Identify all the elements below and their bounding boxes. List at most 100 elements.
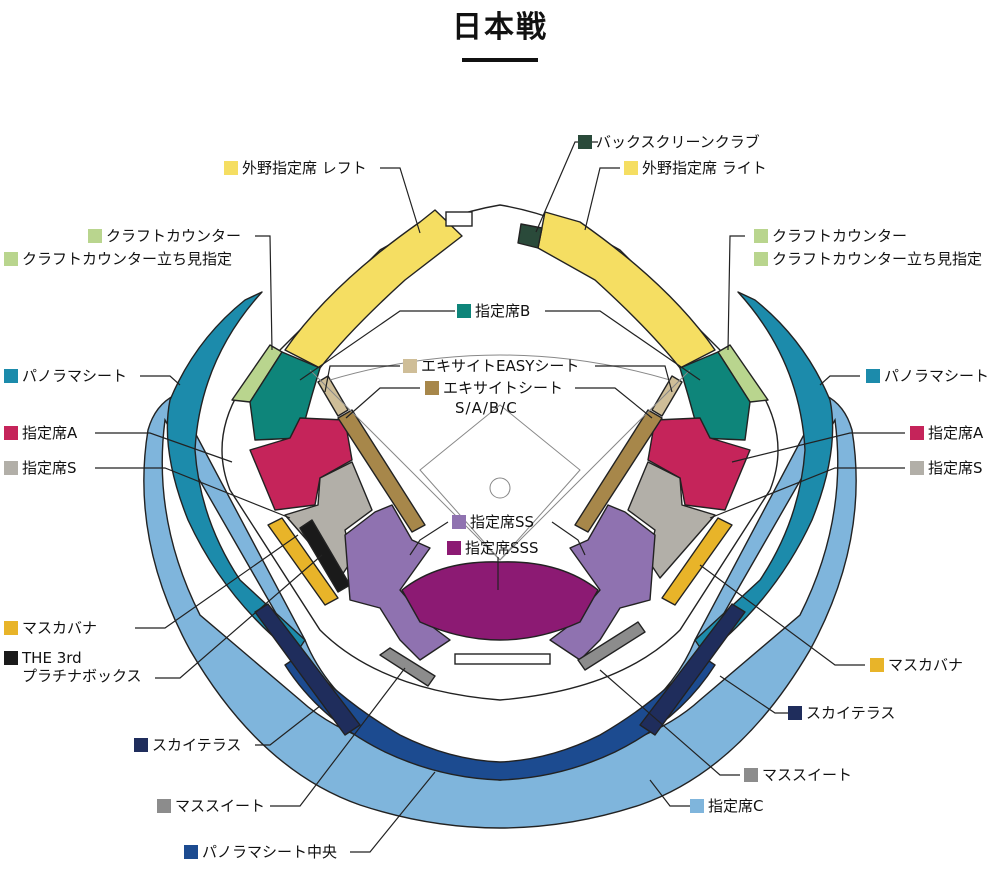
label-text: クラフトカウンター立ち見指定 (772, 250, 983, 268)
section-seat-a-left[interactable] (249, 417, 353, 511)
label-text: バックスクリーンクラブ (596, 133, 760, 151)
swatch-panorama (866, 369, 880, 383)
page-title: 日本戦 (452, 10, 548, 45)
label-text: 指定席C (708, 797, 764, 815)
swatch-seat-a (910, 426, 924, 440)
section-excite-right[interactable] (574, 409, 663, 533)
label-text: パノラマシート (22, 367, 128, 385)
label-seat-ss: 指定席SS (452, 513, 534, 531)
label-craft-left-standing: クラフトカウンター立ち見指定 (4, 250, 232, 268)
label-text: 指定席SS (470, 513, 535, 531)
swatch-masusuite (744, 768, 758, 782)
swatch-craft (4, 252, 18, 266)
label-seat-s-left: 指定席S (4, 459, 77, 477)
label-text: クラフトカウンター (772, 227, 908, 245)
swatch-easy (403, 359, 417, 373)
label-panorama-right: パノラマシート (866, 367, 989, 385)
label-text: スカイテラス (806, 704, 896, 722)
swatch-panorama (4, 369, 18, 383)
label-platinum: THE 3rd プラチナボックス (4, 649, 142, 685)
label-text: 外野指定席 レフト (242, 159, 367, 177)
label-backscreen: バックスクリーンクラブ (578, 133, 760, 151)
section-seat-a-right[interactable] (647, 417, 751, 511)
label-text: 指定席S (928, 459, 983, 477)
home-plate-structure (454, 653, 551, 665)
label-text: マスカバナ (22, 619, 98, 637)
swatch-seat-s (4, 461, 18, 475)
section-panorama-right[interactable] (694, 291, 834, 656)
swatch-backscreen (578, 135, 592, 149)
label-text: 外野指定席 ライト (642, 159, 767, 177)
swatch-masukabana (4, 621, 18, 635)
swatch-masusuite (157, 799, 171, 813)
label-craft-left: クラフトカウンター (88, 227, 241, 245)
label-panorama-left: パノラマシート (4, 367, 127, 385)
label-text: マススイート (762, 766, 853, 784)
swatch-craft (754, 252, 768, 266)
label-seat-c: 指定席C (690, 797, 763, 815)
label-skyterrace-left: スカイテラス (134, 736, 241, 754)
label-text: プラチナボックス (22, 667, 142, 685)
swatch-craft (88, 229, 102, 243)
baseball-field (309, 354, 691, 561)
section-backscreen-club[interactable] (517, 223, 543, 249)
label-easy: エキサイトEASYシート (403, 357, 579, 375)
label-skyterrace-right: スカイテラス (788, 704, 895, 722)
label-masusuite-right: マススイート (744, 766, 852, 784)
swatch-skyterrace (134, 738, 148, 752)
label-craft-right-standing: クラフトカウンター立ち見指定 (754, 250, 982, 268)
outfield-structure-left (445, 211, 473, 227)
swatch-panorama-center (184, 845, 198, 859)
swatch-seat-a (4, 426, 18, 440)
label-masukabana-right: マスカバナ (870, 656, 963, 674)
label-seat-sss: 指定席SSS (447, 539, 539, 557)
label-excite: エキサイトシート (425, 379, 563, 397)
label-excite-sub: S/A/B/C (455, 399, 518, 417)
label-seat-s-right: 指定席S (910, 459, 983, 477)
section-seat-s-left[interactable] (284, 461, 373, 579)
title-underline (462, 58, 538, 62)
label-text: エキサイトEASYシート (421, 357, 580, 375)
swatch-seat-b (457, 304, 471, 318)
label-text: 指定席B (475, 302, 531, 320)
swatch-masukabana (870, 658, 884, 672)
label-text: 指定席SSS (465, 539, 539, 557)
swatch-seat-sss (447, 541, 461, 555)
swatch-seat-s (910, 461, 924, 475)
swatch-outfield (624, 161, 638, 175)
section-panorama-left[interactable] (166, 291, 306, 656)
label-text: クラフトカウンター (106, 227, 242, 245)
label-text: 指定席A (928, 424, 984, 442)
label-panorama-center: パノラマシート中央 (184, 843, 337, 861)
label-text: 指定席S (22, 459, 77, 477)
section-excite-left[interactable] (337, 409, 426, 533)
label-seat-a-left: 指定席A (4, 424, 77, 442)
section-outfield-left[interactable] (284, 209, 463, 369)
section-masukabana-left[interactable] (267, 517, 339, 606)
label-text: パノラマシート (884, 367, 990, 385)
label-text: THE 3rd (22, 649, 82, 667)
section-panorama-center[interactable] (284, 654, 716, 781)
label-text: パノラマシート中央 (202, 843, 338, 861)
section-masukabana-right[interactable] (661, 517, 733, 606)
swatch-outfield (224, 161, 238, 175)
section-seat-sss[interactable] (401, 561, 599, 641)
label-text: スカイテラス (152, 736, 242, 754)
section-masusuite-left[interactable] (379, 647, 436, 687)
swatch-seat-c (690, 799, 704, 813)
label-craft-right: クラフトカウンター (754, 227, 907, 245)
label-outfield-left: 外野指定席 レフト (224, 159, 367, 177)
label-seat-b: 指定席B (457, 302, 530, 320)
section-skyterrace-left[interactable] (254, 603, 361, 736)
label-masusuite-left: マススイート (157, 797, 265, 815)
swatch-craft (754, 229, 768, 243)
section-seat-s-right[interactable] (627, 461, 716, 579)
swatch-platinum (4, 651, 18, 665)
section-masusuite-right[interactable] (577, 621, 646, 671)
section-skyterrace-right[interactable] (639, 603, 746, 736)
label-text: マスカバナ (888, 656, 964, 674)
swatch-excite (425, 381, 439, 395)
label-text: クラフトカウンター立ち見指定 (22, 250, 233, 268)
label-text: エキサイトシート (443, 379, 564, 397)
